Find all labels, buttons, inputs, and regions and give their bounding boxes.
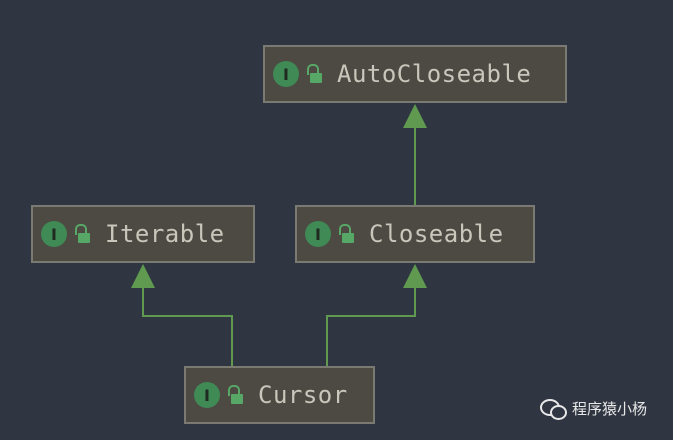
unlocked-padlock-icon — [305, 63, 325, 85]
watermark-text: 程序猿小杨 — [572, 400, 648, 418]
watermark: 程序猿小杨 — [540, 398, 648, 420]
interface-badge-icon: I — [273, 61, 299, 87]
node-label: Iterable — [105, 220, 225, 248]
unlocked-padlock-icon — [73, 223, 93, 245]
edge-closeable-to-autocloseable — [403, 104, 427, 205]
node-closeable[interactable]: I Closeable — [295, 205, 535, 263]
node-label: Closeable — [369, 220, 504, 248]
interface-badge-icon: I — [41, 221, 67, 247]
node-iterable[interactable]: I Iterable — [31, 205, 255, 263]
node-autocloseable[interactable]: I AutoCloseable — [263, 45, 567, 103]
node-label: AutoCloseable — [337, 60, 532, 88]
edge-cursor-to-closeable — [326, 264, 427, 366]
node-label: Cursor — [258, 381, 348, 409]
unlocked-padlock-icon — [337, 223, 357, 245]
unlocked-padlock-icon — [226, 384, 246, 406]
edge-cursor-to-iterable — [131, 264, 233, 366]
interface-badge-icon: I — [194, 382, 220, 408]
interface-badge-icon: I — [305, 221, 331, 247]
wechat-icon — [540, 398, 567, 420]
node-cursor[interactable]: I Cursor — [184, 366, 375, 424]
